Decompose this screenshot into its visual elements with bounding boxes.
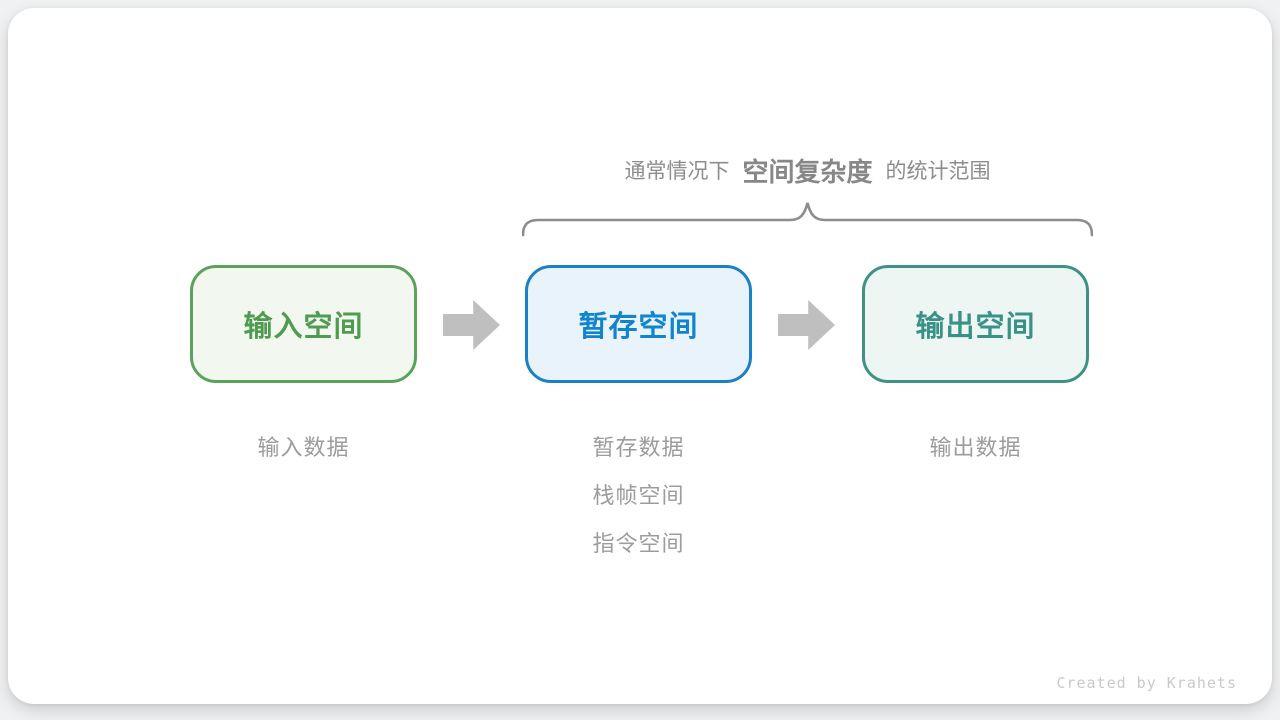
annotation-prefix: 通常情况下: [624, 160, 730, 183]
note-item: 暂存数据: [592, 435, 685, 460]
input-space-notes: 输入数据: [190, 424, 417, 472]
arrow-icon: [443, 300, 500, 350]
note-item: 输出数据: [929, 435, 1022, 460]
note-item: 输入数据: [257, 435, 350, 460]
output-space-box: 输出空间: [862, 265, 1089, 383]
note-item: 栈帧空间: [592, 483, 685, 508]
input-space-label: 输入空间: [243, 311, 364, 343]
input-space-box: 输入空间: [190, 265, 417, 383]
diagram-card: 通常情况下 空间复杂度 的统计范围 输入空间 暂存空间 输出空间 输入数据 暂存…: [8, 8, 1272, 704]
temporary-space-box: 暂存空间: [525, 265, 752, 383]
credit-text: Created by Krahets: [1056, 674, 1237, 692]
output-space-label: 输出空间: [915, 311, 1036, 343]
scope-annotation: 通常情况下 空间复杂度 的统计范围: [522, 148, 1093, 192]
output-space-notes: 输出数据: [862, 424, 1089, 472]
curly-brace: [522, 202, 1093, 237]
annotation-suffix: 的统计范围: [885, 160, 991, 183]
note-item: 指令空间: [592, 531, 685, 556]
annotation-highlight: 空间复杂度: [742, 156, 873, 187]
arrow-icon: [778, 300, 835, 350]
temporary-space-notes: 暂存数据 栈帧空间 指令空间: [525, 424, 752, 568]
temporary-space-label: 暂存空间: [578, 311, 699, 343]
